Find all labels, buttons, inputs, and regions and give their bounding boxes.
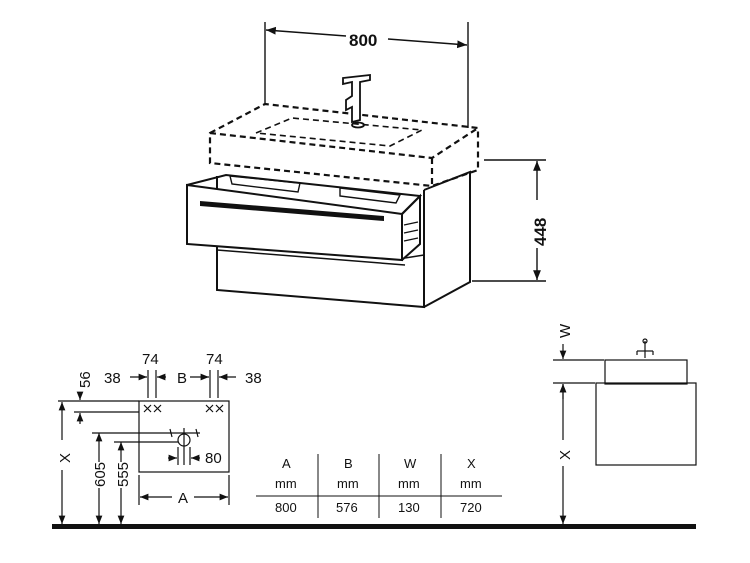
dim-38-left-label: 38 [104,370,121,387]
side-tap-icon [636,338,654,358]
plan-view [58,370,236,524]
floor-line [52,524,696,529]
dim-74-left-label: 74 [142,351,159,368]
tap-icon [342,73,371,129]
table-unit-b: mm [337,476,359,491]
table-header-x: X [467,456,476,471]
table-header-w: W [404,456,417,471]
height-dimension [472,159,546,282]
side-basin [604,359,688,385]
open-drawer [186,173,423,262]
dim-a-label: A [178,490,188,507]
side-view [553,338,697,524]
drain-symbol [166,428,200,465]
table-value-w: 130 [398,500,420,515]
table-value-a: 800 [275,500,297,515]
dim-56-label: 56 [77,371,94,388]
washbasin-outline [208,102,480,188]
table-header-b: B [344,456,353,471]
height-label: 448 [531,218,550,246]
side-cabinet [595,382,697,466]
drawer-handle [200,201,384,221]
side-dim-x-label: X [557,450,574,460]
table-value-x: 720 [460,500,482,515]
width-label: 800 [349,31,377,50]
dim-b-label: B [177,370,187,387]
table-header-a: A [282,456,291,471]
table-unit-x: mm [460,476,482,491]
dim-74-right-label: 74 [206,351,223,368]
vanity-unit-drawing [186,73,480,309]
dim-555-label: 555 [115,462,132,487]
width-dimension [264,22,469,128]
basin-rectangle [138,400,230,473]
table-unit-w: mm [398,476,420,491]
table-unit-a: mm [275,476,297,491]
table-value-b: 576 [336,500,358,515]
dim-80-label: 80 [205,450,222,467]
dim-605-label: 605 [92,462,109,487]
side-dim-w-label: W [557,323,574,338]
fixing-marks [143,404,224,413]
dim-x-label: X [57,453,74,463]
dimension-table [256,454,502,518]
dim-38-right-label: 38 [245,370,262,387]
